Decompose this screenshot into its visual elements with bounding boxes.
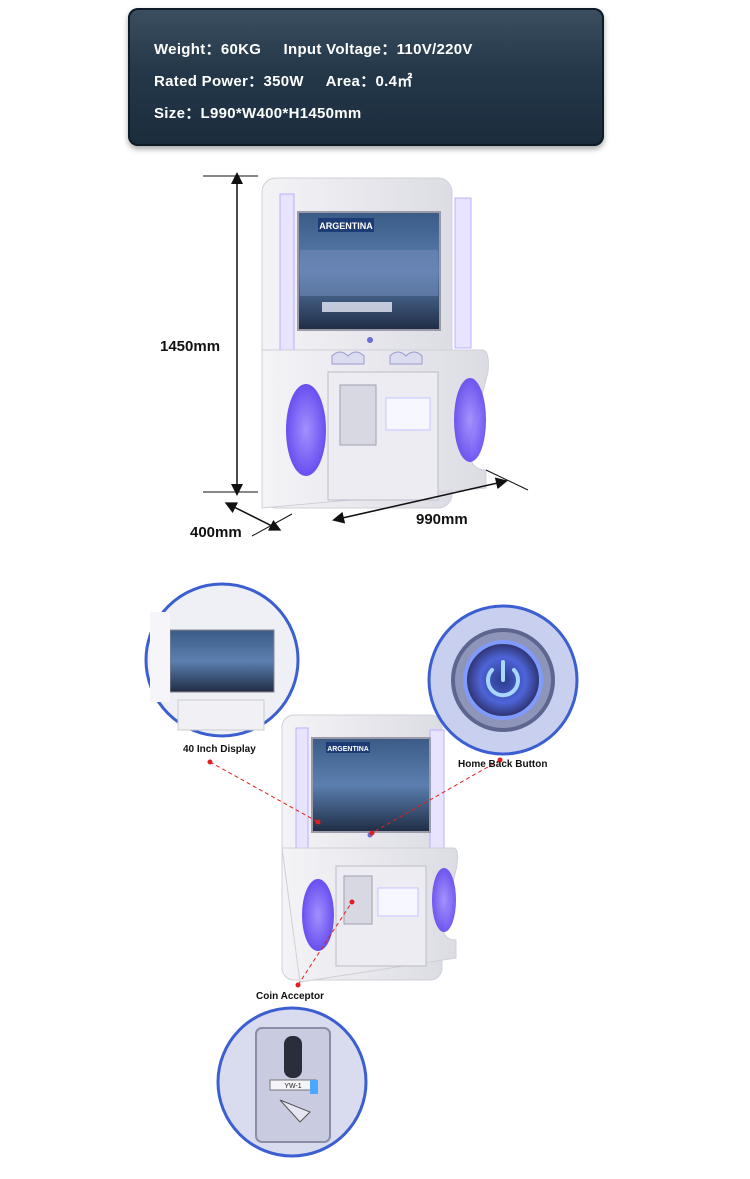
width-label: 990mm: [416, 511, 468, 528]
coin-model-label: YW-1: [284, 1083, 301, 1090]
depth-dimension-line: [224, 502, 293, 537]
width-dimension-line: [332, 469, 529, 524]
display-callout-label: 40 Inch Display: [183, 744, 256, 755]
coin-acceptor-callout-label: Coin Acceptor: [256, 991, 324, 1002]
height-label: 1450mm: [160, 338, 221, 355]
machine-main-view: ARGENTINA: [261, 177, 489, 509]
spec-panel: Weight：60KG Input Voltage：110V/220V Rate…: [128, 8, 604, 146]
home-button-zoom-circle: [427, 604, 579, 756]
power-icon: [486, 668, 520, 698]
coin-acceptor-zoom-circle: YW-1: [216, 1006, 368, 1158]
screen-banner: ARGENTINA: [319, 221, 373, 231]
depth-label: 400mm: [190, 524, 242, 541]
callout-lines: [209, 759, 501, 986]
spec-line-weight-voltage: Weight：60KG Input Voltage：110V/220V: [154, 41, 473, 58]
machine-detail-view: ARGENTINA: [281, 714, 459, 983]
spec-line-size: Size：L990*W400*H1450mm: [154, 105, 362, 122]
home-button-callout-label: Home Back Button: [458, 759, 548, 770]
spec-line-power-area: Rated Power：350W Area：0.4㎡: [154, 73, 413, 90]
height-dimension-line: [203, 172, 258, 496]
screen-banner-small: ARGENTINA: [327, 746, 369, 753]
display-zoom-circle: [144, 582, 300, 738]
